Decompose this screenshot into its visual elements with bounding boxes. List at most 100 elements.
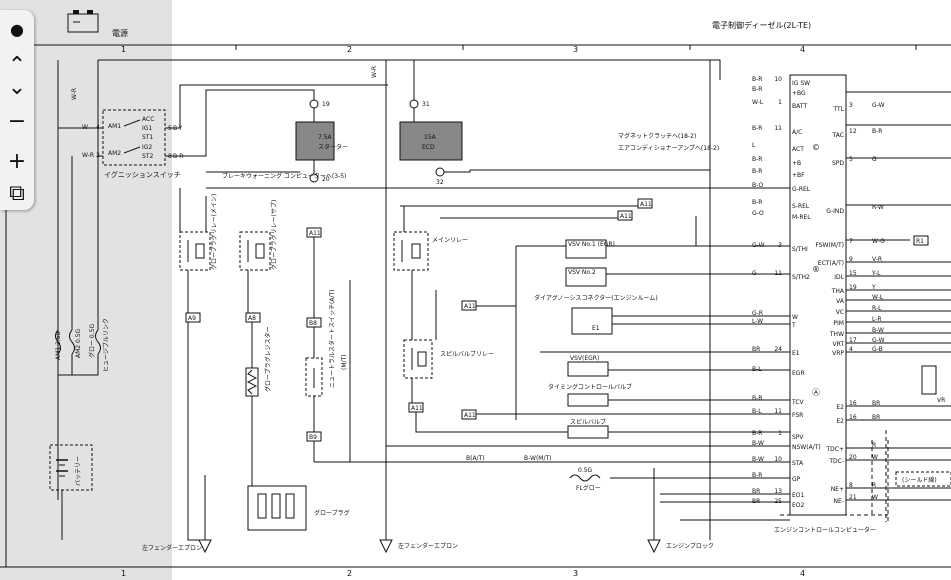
timing-valve-label: タイミングコントロールバルブ — [548, 383, 632, 391]
ecu-left-pin-num: 10 — [774, 76, 782, 83]
fit-window-icon[interactable]: ⧉ — [9, 180, 25, 206]
switch-ig2: IG2 — [142, 144, 152, 151]
ecu-right-pin-label: NE- — [834, 498, 844, 505]
mag-clutch-note: マグネットクラッチへ(18-2) — [618, 132, 696, 140]
ecu-right-pin-wire: R — [872, 442, 876, 449]
column-3-bottom: 3 — [573, 569, 578, 578]
fusible-link-title: ヒュージブルリンク — [102, 318, 110, 372]
neutral-start-switch: ニュートラルスタートスイッチ(A/T) (M/T) — [305, 290, 348, 397]
ecu-left-pin-wire: B-W — [752, 440, 764, 447]
ecu-right-pin-num: 16 — [849, 400, 857, 407]
chevron-up-icon[interactable]: ⌃ — [7, 52, 27, 78]
ecu-left-pin-label: +BG — [792, 90, 806, 97]
column-2-bottom: 2 — [347, 569, 352, 578]
ecu-right-pin-num: 12 — [849, 128, 857, 135]
conn-b8: B8 — [309, 320, 317, 327]
conn-a11-4: A11 — [464, 412, 476, 419]
ecu-left-pin-label: +BF — [792, 172, 805, 179]
ecu-right-pin-wire: R-L — [872, 305, 882, 312]
ecu-mark-b: ® — [812, 265, 820, 274]
ecu-right-pin-num: 20 — [849, 454, 857, 461]
ecu-right-pin-wire: G-W — [872, 102, 885, 109]
ecu-right-pin-num: 9 — [849, 256, 853, 263]
ecu-mark-a: Ⓐ — [812, 388, 820, 397]
ecu-left-pin-wire: B-R — [752, 76, 762, 83]
ecu-right-pin-label: IDL — [834, 274, 844, 281]
ecu-left-pin-label: M-REL — [792, 214, 811, 221]
vr-label: VR — [937, 397, 945, 404]
conn-a11-3: A11 — [411, 405, 423, 412]
neutral-start-label: ニュートラルスタートスイッチ(A/T) — [328, 290, 336, 388]
ecu-right-pin-label: THA — [831, 288, 845, 295]
fl-size: 0.5G — [578, 467, 593, 474]
conn-a11-2: A11 — [464, 303, 476, 310]
vsv-egr-label: VSV(EGR) — [570, 355, 599, 362]
ecu-left-pin-label: BATT — [792, 103, 807, 110]
battery-label: バッテリー — [75, 456, 82, 486]
ecu-right-pin-label: G-IND — [826, 208, 844, 215]
ecu-left-pin-wire: B-R — [752, 472, 762, 479]
main-relay: メインリレー — [393, 231, 468, 271]
column-4: 4 — [800, 45, 805, 54]
ecu-left-pin-label: TCV — [791, 399, 805, 406]
fuse-starter-in: 19 — [322, 101, 330, 108]
ecu-left-pin-label: GP — [792, 476, 801, 483]
fusible-links: AM1 2.5B AM2 0.5G グロー 0.5G ヒュージブルリンク — [55, 318, 110, 376]
battery-icon — [67, 10, 99, 33]
fuse-starter: 19 7.5A スターター 20 — [295, 99, 348, 183]
ecu-left-pin-num: 11 — [774, 125, 782, 132]
glow-relay-sub: グロープラグリレー(サブ) — [239, 200, 278, 271]
zoom-out-button[interactable]: − — [7, 108, 27, 134]
ecu-left-pin-wire: BR — [752, 488, 760, 495]
ecu-left-pin-num: 13 — [774, 488, 782, 495]
ecu-right-pin-label: TTL — [832, 106, 844, 113]
ecu-right-pin-label: THW — [829, 331, 844, 338]
ecu-left-pin-num: 11 — [774, 408, 782, 415]
ecu-right-pin-num: 16 — [849, 414, 857, 421]
ecu-right-pin-label: TAC — [832, 132, 844, 139]
column-4-bottom: 4 — [800, 569, 805, 578]
ecu-left-pin-wire: B-O — [752, 182, 763, 189]
ecu-left-pin-wire: B-R — [752, 430, 762, 437]
ecu-left-pin-label: SPV — [792, 434, 804, 441]
mt-note: (M/T) — [341, 354, 348, 370]
zoom-in-button[interactable]: + — [7, 148, 27, 174]
ecu-left-pin-label: T — [791, 322, 796, 329]
ecu-left-pin-wire: L-W — [752, 318, 763, 325]
ecu-right-pin-num: 21 — [849, 494, 857, 501]
fuse-ecd-in: 31 — [422, 101, 430, 108]
shield-lines — [871, 430, 889, 522]
ignition-switch: AM1 AM2 ACC IG1 ST1 IG2 ST2 4 2 5 8 イグニッ… — [96, 109, 181, 179]
ecu-right-pin-label: TDC- — [828, 458, 844, 465]
ecu-right-pin-wire: B-W — [872, 327, 884, 334]
fl-am2: AM2 0.5G — [75, 328, 82, 358]
e1-label: E1 — [592, 325, 600, 332]
record-dot-icon[interactable]: ● — [10, 19, 24, 39]
glow-relay-sub-label: グロープラグリレー(サブ) — [270, 200, 278, 270]
fuse-starter-amp: 7.5A — [318, 134, 333, 141]
ecu-left-pin-label: E1 — [792, 350, 800, 357]
ecu-left-pin-wire: B-R — [752, 395, 762, 402]
wire-w-r-top: W-R — [71, 88, 78, 100]
ecu-right-pin-wire: BR — [872, 400, 880, 407]
ecu-left-pin-wire: B-R — [752, 168, 762, 175]
chevron-down-icon[interactable]: ⌄ — [7, 74, 27, 100]
ecu: エンジンコントロールコンピューター © ® Ⓐ — [774, 74, 888, 534]
ecu-left-pin-wire: G-O — [752, 210, 764, 217]
connectors: A9 A8 A11 A11 A11 A11 A11 A11 B8 B9 — [185, 198, 653, 442]
column-1: 1 — [121, 45, 126, 54]
spill-relay: スピルバルブリレー — [403, 339, 494, 379]
switch-am1: AM1 — [108, 123, 121, 130]
engine-block-label: エンジンブロック — [666, 542, 714, 550]
power-label: 電源 — [112, 29, 128, 38]
ground-center-label: 左フェンダーエプロン — [398, 542, 458, 550]
right-edge: (シールド線) VR R1 — [895, 235, 951, 487]
ecu-right-pin-num: 5 — [849, 156, 853, 163]
glow-resistor: グロープラグレジスター — [245, 326, 272, 397]
ecu-right-pin-num: 17 — [849, 337, 857, 344]
ba-label: B(A/T) — [466, 455, 485, 462]
switch-st2: ST2 — [142, 153, 153, 160]
ecu-left-pin-wire: G-R — [752, 310, 763, 317]
ecu-right-pin-label: VRT — [832, 341, 844, 348]
